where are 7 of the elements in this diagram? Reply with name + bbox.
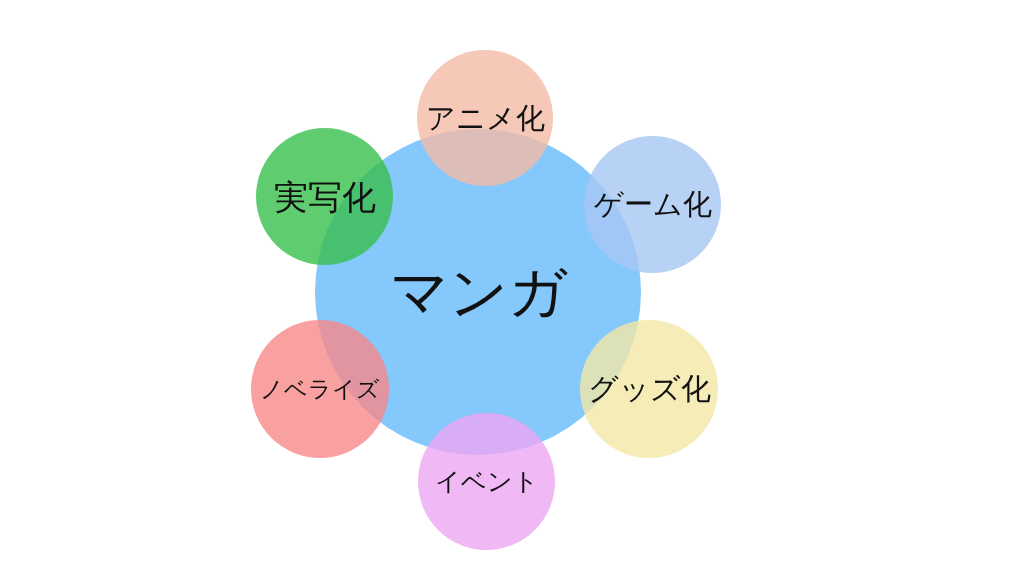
node-label: イベント [434,469,539,494]
node-label: アニメ化 [425,103,545,133]
node-label: グッズ化 [587,374,711,404]
node-label: 実写化 [273,179,376,214]
node-label: ゲーム化 [593,190,712,219]
node-label: マンガ [389,263,567,321]
node-label: ノベライズ [260,377,380,401]
